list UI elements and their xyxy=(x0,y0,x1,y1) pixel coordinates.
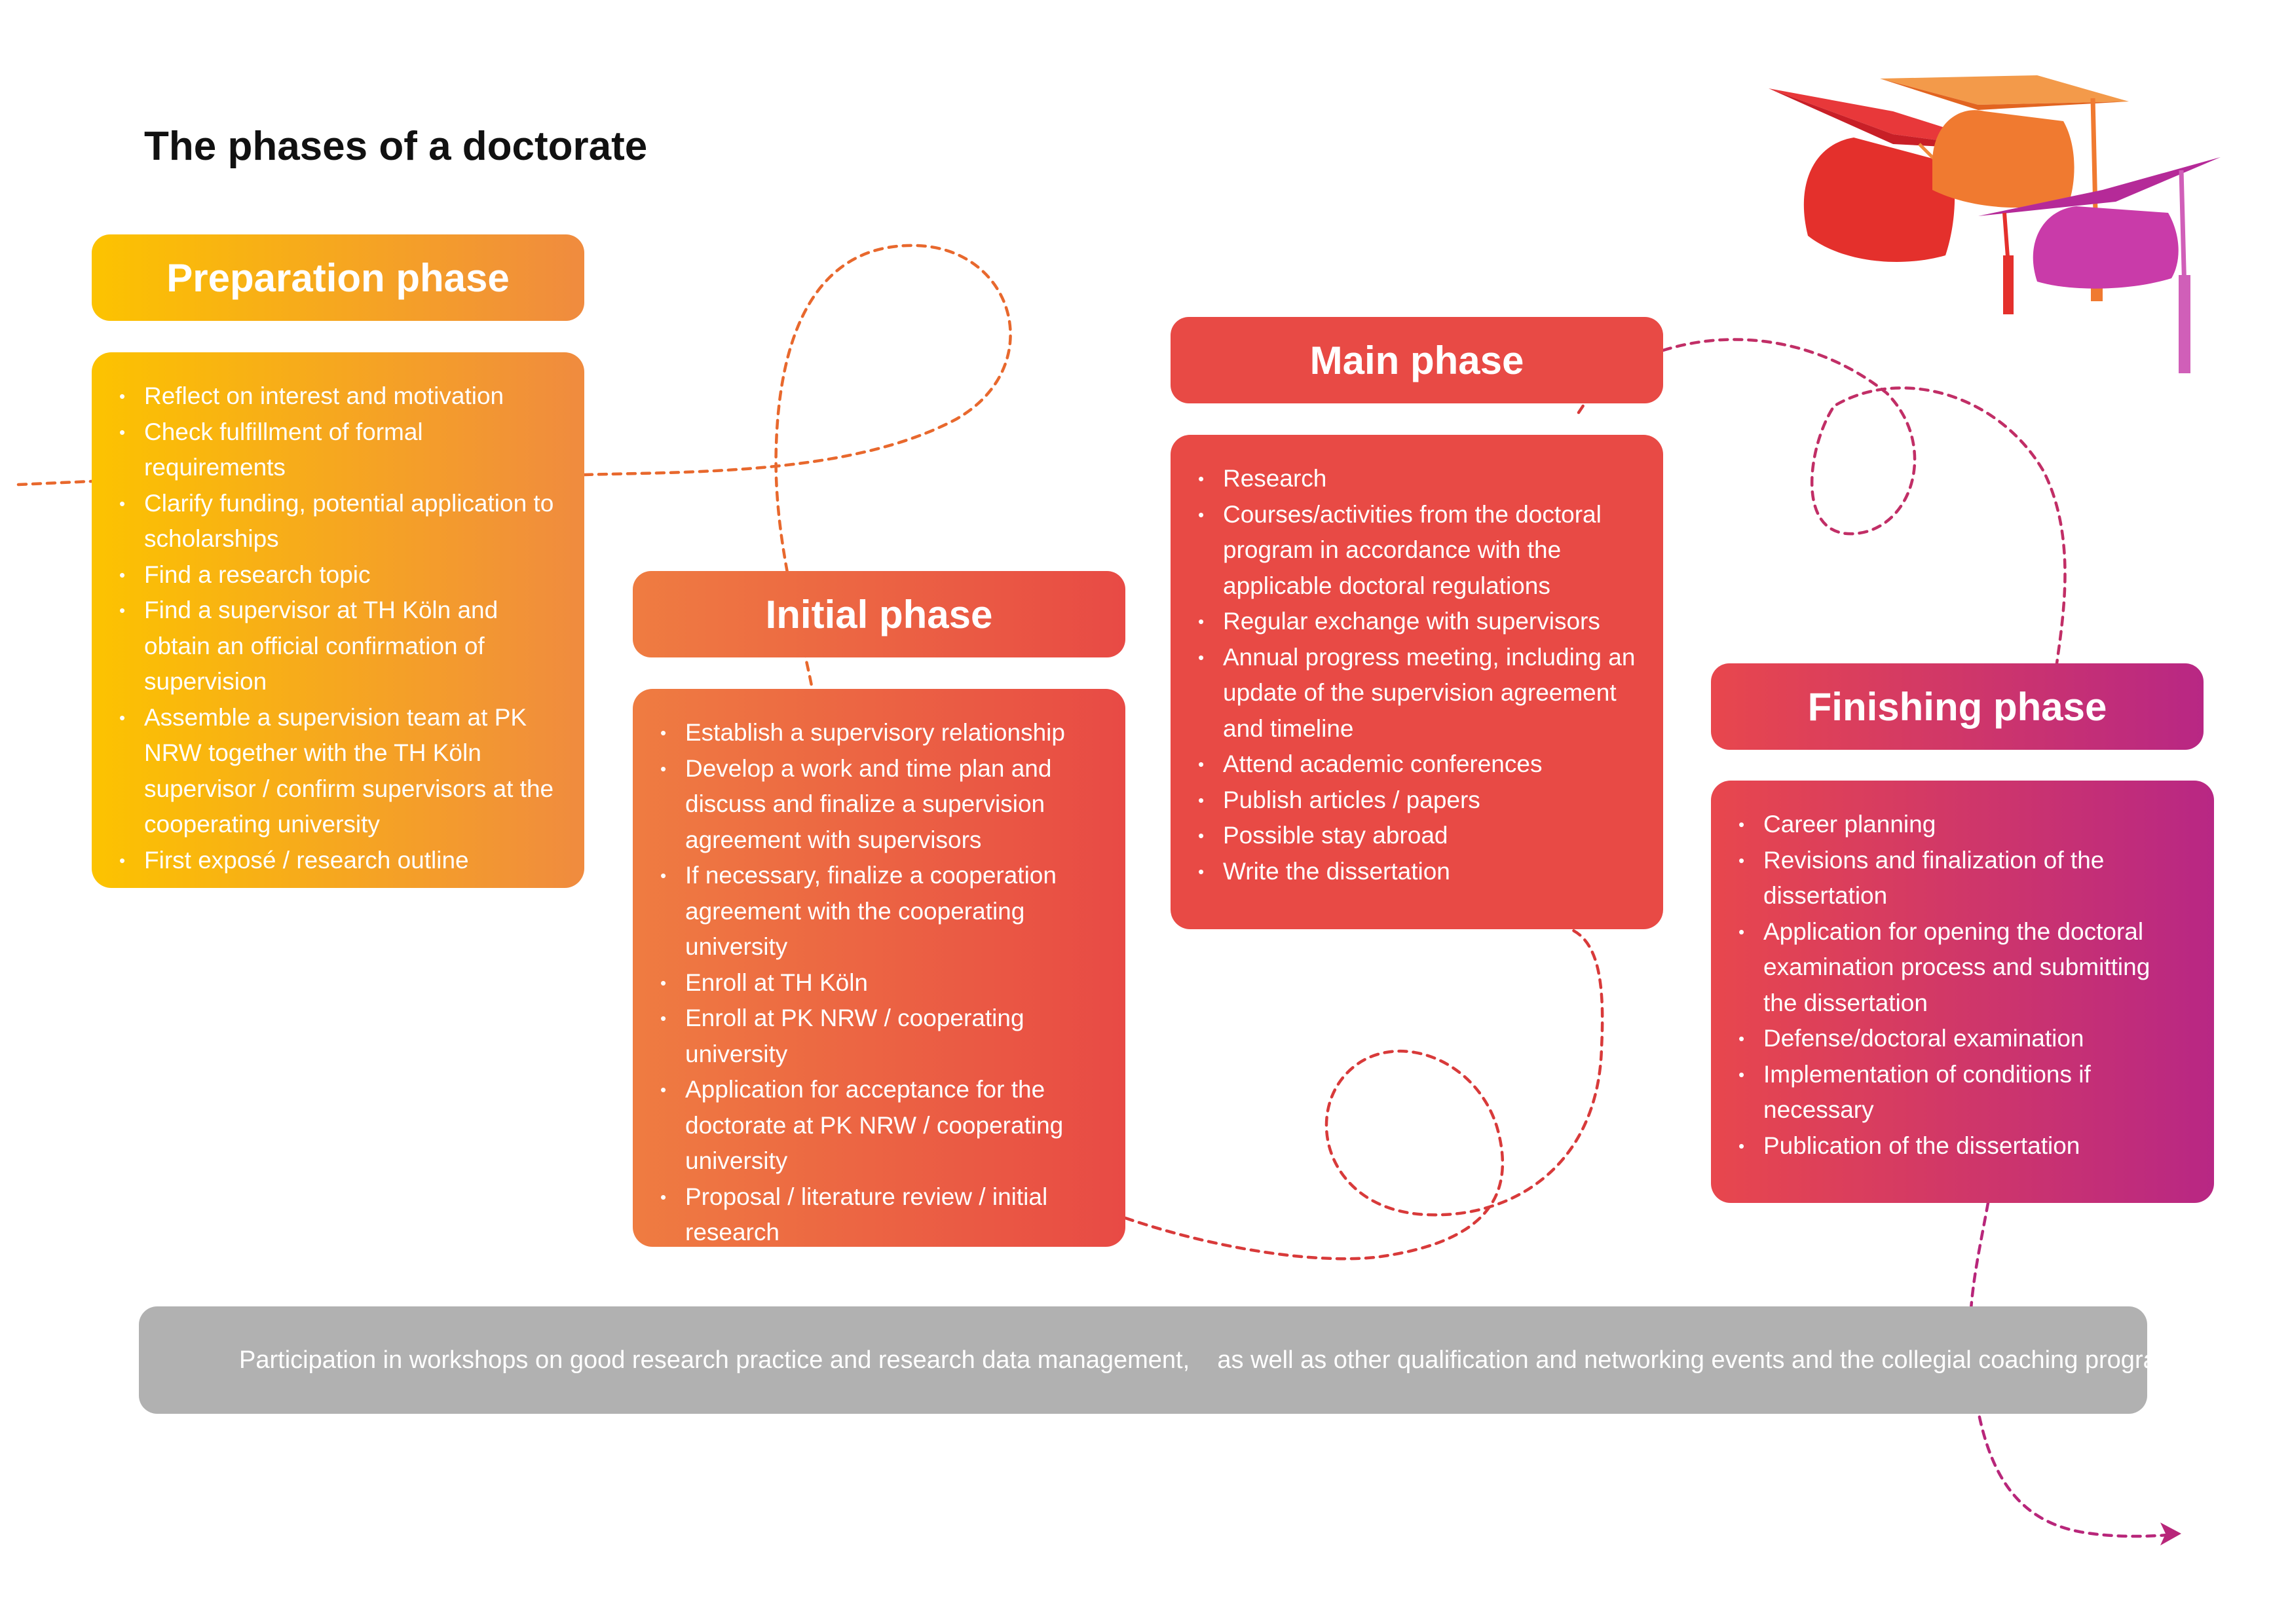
finishing-phase-card: Career planning Revisions and finalizati… xyxy=(1711,781,2214,1203)
initial-phase-title: Initial phase xyxy=(765,592,993,637)
main-phase-header: Main phase xyxy=(1171,317,1663,403)
workshops-footer-bar: Participation in workshops on good resea… xyxy=(139,1306,2177,1414)
list-item: Check fulfillment of formal requirements xyxy=(119,415,558,486)
list-item: Attend academic conferences xyxy=(1198,747,1637,783)
list-item: If necessary, finalize a cooperation agr… xyxy=(660,858,1099,965)
finishing-phase-list: Career planning Revisions and finalizati… xyxy=(1737,807,2188,1164)
dashed-loop-preparation-to-initial xyxy=(582,244,1012,691)
main-phase-card: Research Courses/activities from the doc… xyxy=(1171,435,1663,929)
dashed-loop-initial-to-main xyxy=(1123,928,1604,1261)
page-title: The phases of a doctorate xyxy=(144,124,648,169)
list-item: Assemble a supervision team at PK NRW to… xyxy=(119,700,558,843)
graduation-caps-icon xyxy=(1769,75,2221,373)
list-item: Career planning xyxy=(1738,807,2188,843)
list-item: Courses/activities from the doctoral pro… xyxy=(1198,497,1637,604)
list-item: Possible stay abroad xyxy=(1198,818,1637,854)
dashed-loop-main-to-finishing xyxy=(1661,338,2067,665)
list-item: Develop a work and time plan and discuss… xyxy=(660,751,1099,858)
initial-phase-header: Initial phase xyxy=(633,571,1125,657)
list-item: Implementation of conditions if necessar… xyxy=(1738,1057,2188,1128)
list-item: Reflect on interest and motivation xyxy=(119,378,558,415)
list-item: Enroll at PK NRW / cooperating universit… xyxy=(660,1001,1099,1072)
list-item: Proposal / literature review / initial r… xyxy=(660,1179,1099,1251)
list-item: Application for acceptance for the docto… xyxy=(660,1072,1099,1179)
initial-phase-card: Establish a supervisory relationship Dev… xyxy=(633,689,1125,1247)
list-item: Write the dissertation xyxy=(1198,854,1637,890)
list-item: Revisions and finalization of the disser… xyxy=(1738,843,2188,914)
finishing-phase-header: Finishing phase xyxy=(1711,663,2204,750)
finishing-phase-title: Finishing phase xyxy=(1807,684,2107,729)
list-item: Establish a supervisory relationship xyxy=(660,715,1099,751)
footer-text: Participation in workshops on good resea… xyxy=(239,1346,2178,1374)
purple-cap-icon xyxy=(1978,157,2221,373)
list-item: Research xyxy=(1198,461,1637,497)
initial-phase-list: Establish a supervisory relationship Dev… xyxy=(659,715,1099,1251)
list-item: Publish articles / papers xyxy=(1198,783,1637,819)
list-item: Clarify funding, potential application t… xyxy=(119,486,558,557)
list-item: First exposé / research outline xyxy=(119,843,558,879)
list-item: Application for opening the doctoral exa… xyxy=(1738,914,2188,1022)
preparation-phase-title: Preparation phase xyxy=(166,255,510,300)
dashed-line-finishing-to-end xyxy=(1968,1201,2177,1538)
preparation-phase-header: Preparation phase xyxy=(92,234,584,321)
main-phase-list: Research Courses/activities from the doc… xyxy=(1197,461,1637,889)
preparation-phase-list: Reflect on interest and motivation Check… xyxy=(118,378,558,878)
arrow-head-icon xyxy=(2160,1522,2181,1545)
list-item: Enroll at TH Köln xyxy=(660,965,1099,1001)
list-item: Publication of the dissertation xyxy=(1738,1128,2188,1164)
list-item: Find a supervisor at TH Köln and obtain … xyxy=(119,593,558,700)
main-phase-title: Main phase xyxy=(1309,338,1524,382)
list-item: Regular exchange with supervisors xyxy=(1198,604,1637,640)
list-item: Annual progress meeting, including an up… xyxy=(1198,640,1637,747)
preparation-phase-card: Reflect on interest and motivation Check… xyxy=(92,352,584,888)
dashed-line-entry xyxy=(16,479,94,487)
list-item: Defense/doctoral examination xyxy=(1738,1021,2188,1057)
list-item: Find a research topic xyxy=(119,557,558,593)
